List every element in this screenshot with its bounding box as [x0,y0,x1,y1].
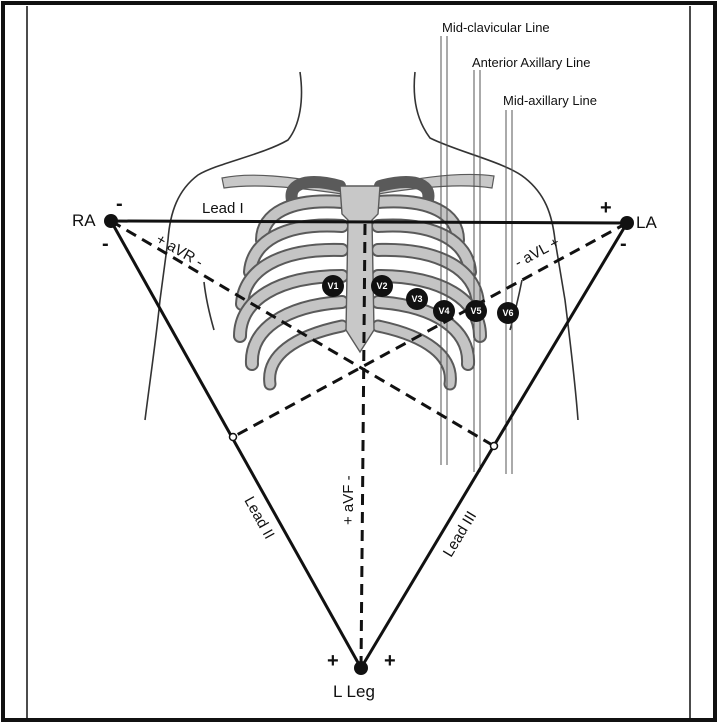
avf-label: + aVF - [340,475,357,525]
mid-clavicular-label: Mid-clavicular Line [442,20,550,35]
la-minus-sign: - [620,233,627,255]
avl-label: - aVL + [512,234,563,272]
ribcage-right [378,201,480,384]
lead-iii-label: Lead III [440,508,480,560]
lead-ii-label: Lead II [241,494,278,542]
ra-electrode [104,214,118,228]
la-plus-sign: + [600,197,612,219]
ra-minus-sign-2: - [102,233,109,255]
anterior-axillary-label: Anterior Axillary Line [472,55,591,70]
avl-end-marker [230,434,237,441]
lleg-plus-sign-right: + [384,650,396,672]
lead-i-line [111,221,627,223]
v6-label: V6 [502,308,513,318]
reference-lines [441,36,512,474]
lleg-label: L Leg [333,682,375,701]
v1-label: V1 [327,281,338,291]
outer-frame [3,3,715,720]
la-label: LA [636,213,657,232]
avr-end-marker [491,443,498,450]
v3-label: V3 [411,294,422,304]
lead-i-label: Lead I [202,200,244,217]
v2-label: V2 [376,281,387,291]
lleg-plus-sign-left: + [327,650,339,672]
v5-label: V5 [470,306,481,316]
sternum [340,186,380,352]
ra-minus-sign: - [116,193,123,215]
mid-axillary-label: Mid-axillary Line [503,93,597,108]
lleg-electrode [354,661,368,675]
v4-label: V4 [438,306,449,316]
la-electrode [620,216,634,230]
ra-label: RA [72,211,96,230]
